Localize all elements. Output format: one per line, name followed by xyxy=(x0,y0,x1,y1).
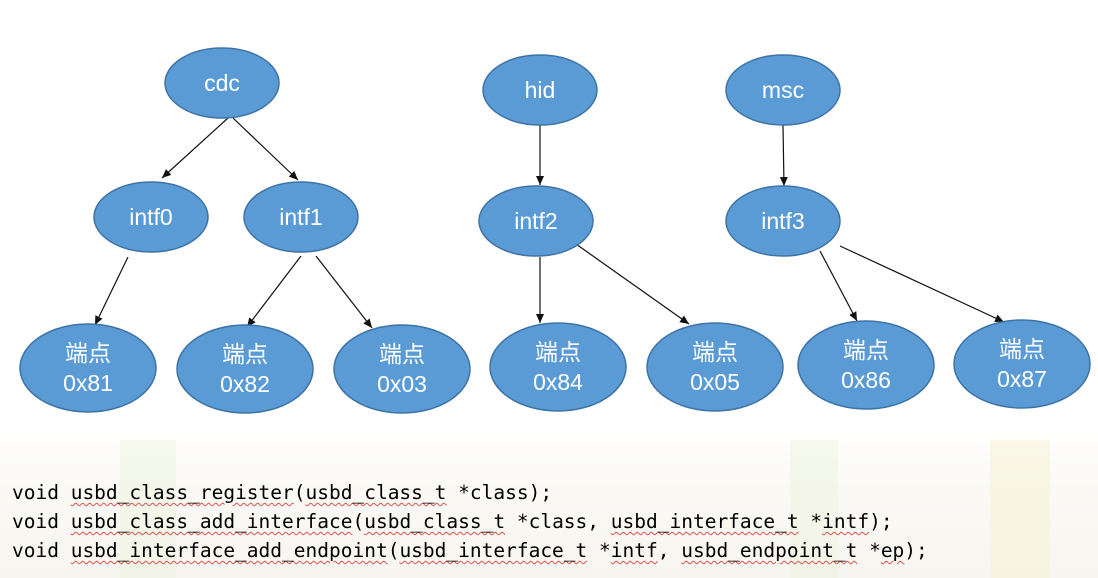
node-ep87: 端点 0x87 xyxy=(953,319,1091,409)
node-hid: hid xyxy=(482,54,598,126)
code-line: void usbd_interface_add_endpoint(usbd_in… xyxy=(12,536,928,565)
code-token-flagged: usbd_class_t xyxy=(305,481,447,504)
node-ep03: 端点 0x03 xyxy=(333,324,471,414)
code-token: * xyxy=(587,539,611,562)
background-tile xyxy=(990,440,1050,578)
node-label: 0x81 xyxy=(63,370,113,396)
code-token-flagged: usbd_endpoint_t xyxy=(681,539,858,562)
code-block: void usbd_class_register(usbd_class_t *c… xyxy=(12,478,928,565)
node-ep05: 端点 0x05 xyxy=(646,322,784,412)
node-label: 端点 xyxy=(65,340,111,366)
node-label: 0x03 xyxy=(377,371,427,397)
edge-intf3-to-ep86 xyxy=(819,250,858,322)
edges xyxy=(94,117,1005,329)
edge-intf1-to-ep82 xyxy=(246,255,302,328)
code-token: ( xyxy=(387,539,400,562)
node-label: msc xyxy=(762,77,804,103)
node-cdc: cdc xyxy=(164,47,280,119)
node-ellipse xyxy=(176,324,314,414)
code-token-flagged: usbd_interface_t xyxy=(399,539,588,562)
edge-cdc-to-intf0 xyxy=(161,117,229,179)
code-token-flagged: usbd_class_t xyxy=(364,510,506,533)
code-token: void xyxy=(12,481,71,504)
node-label: intf0 xyxy=(129,204,172,230)
nodes: cdc hid msc intf0 intf1 intf2 intf3 端点 0x81 端点 0x8… xyxy=(19,47,1091,414)
code-token: * xyxy=(857,539,881,562)
code-token-flagged: usbd_class_register xyxy=(70,481,294,504)
node-ellipse xyxy=(797,320,935,410)
code-token: ( xyxy=(293,481,306,504)
node-label: 端点 xyxy=(999,336,1045,362)
node-label: 0x87 xyxy=(997,366,1047,392)
code-token-flagged: usbd_class_add_interface xyxy=(70,510,353,533)
node-label: 端点 xyxy=(843,337,889,363)
node-label: 0x86 xyxy=(841,367,891,393)
code-line: void usbd_class_register(usbd_class_t *c… xyxy=(12,478,928,507)
node-ellipse xyxy=(333,324,471,414)
node-label: intf2 xyxy=(514,208,557,234)
node-ellipse xyxy=(953,319,1091,409)
node-label: intf1 xyxy=(279,204,322,230)
edge-cdc-to-intf1 xyxy=(232,117,299,181)
code-token-flagged: ep xyxy=(880,539,905,562)
node-ep84: 端点 0x84 xyxy=(489,322,627,412)
code-token: void xyxy=(12,510,71,533)
node-ellipse xyxy=(646,322,784,412)
code-token: *class); xyxy=(446,481,553,504)
node-ellipse xyxy=(19,323,157,413)
node-label: 端点 xyxy=(692,339,738,365)
background-tile xyxy=(790,440,838,578)
node-label: 0x84 xyxy=(533,369,583,395)
node-ellipse xyxy=(243,181,359,253)
node-ep86: 端点 0x86 xyxy=(797,320,935,410)
edge-intf3-to-ep87 xyxy=(839,245,1005,323)
node-ellipse xyxy=(478,185,594,257)
code-token: *class, xyxy=(505,510,611,533)
code-token: void xyxy=(12,539,71,562)
node-label: cdc xyxy=(204,70,240,96)
node-ep81: 端点 0x81 xyxy=(19,323,157,413)
node-ellipse xyxy=(725,185,841,257)
node-label: 0x82 xyxy=(220,371,270,397)
node-label: intf3 xyxy=(761,208,804,234)
node-ellipse xyxy=(164,47,280,119)
node-label: 端点 xyxy=(535,339,581,365)
code-token: ( xyxy=(352,510,365,533)
node-ellipse xyxy=(489,322,627,412)
code-token-flagged: intf xyxy=(822,510,870,533)
node-ellipse xyxy=(725,54,841,126)
background-tile xyxy=(120,440,176,578)
node-ellipse xyxy=(93,181,209,253)
edge-intf0-to-ep81 xyxy=(94,256,129,326)
node-label: 端点 xyxy=(222,341,268,367)
node-intf3: intf3 xyxy=(725,185,841,257)
edge-intf2-to-ep05 xyxy=(575,243,690,325)
code-token-flagged: usbd_interface_t xyxy=(610,510,799,533)
code-token-flagged: usbd_interface_add_endpoint xyxy=(70,539,388,562)
node-intf0: intf0 xyxy=(93,181,209,253)
code-token: ); xyxy=(869,510,893,533)
code-token: * xyxy=(798,510,823,533)
edge-intf1-to-ep03 xyxy=(315,255,373,329)
node-label: 0x05 xyxy=(690,369,740,395)
usb-class-tree-diagram: cdc hid msc intf0 intf1 intf2 intf3 端点 0x81 端点 0x8… xyxy=(19,47,1091,414)
node-label: hid xyxy=(525,77,556,103)
code-token: , xyxy=(657,539,682,562)
node-ellipse xyxy=(482,54,598,126)
code-token-flagged: intf xyxy=(610,539,658,562)
node-label: 端点 xyxy=(379,341,425,367)
node-intf2: intf2 xyxy=(478,185,594,257)
node-intf1: intf1 xyxy=(243,181,359,253)
node-ep82: 端点 0x82 xyxy=(176,324,314,414)
background-band xyxy=(0,430,1098,578)
code-line: void usbd_class_add_interface(usbd_class… xyxy=(12,507,928,536)
code-token: ); xyxy=(904,539,928,562)
node-msc: msc xyxy=(725,54,841,126)
edge-msc-to-intf3 xyxy=(779,124,788,187)
